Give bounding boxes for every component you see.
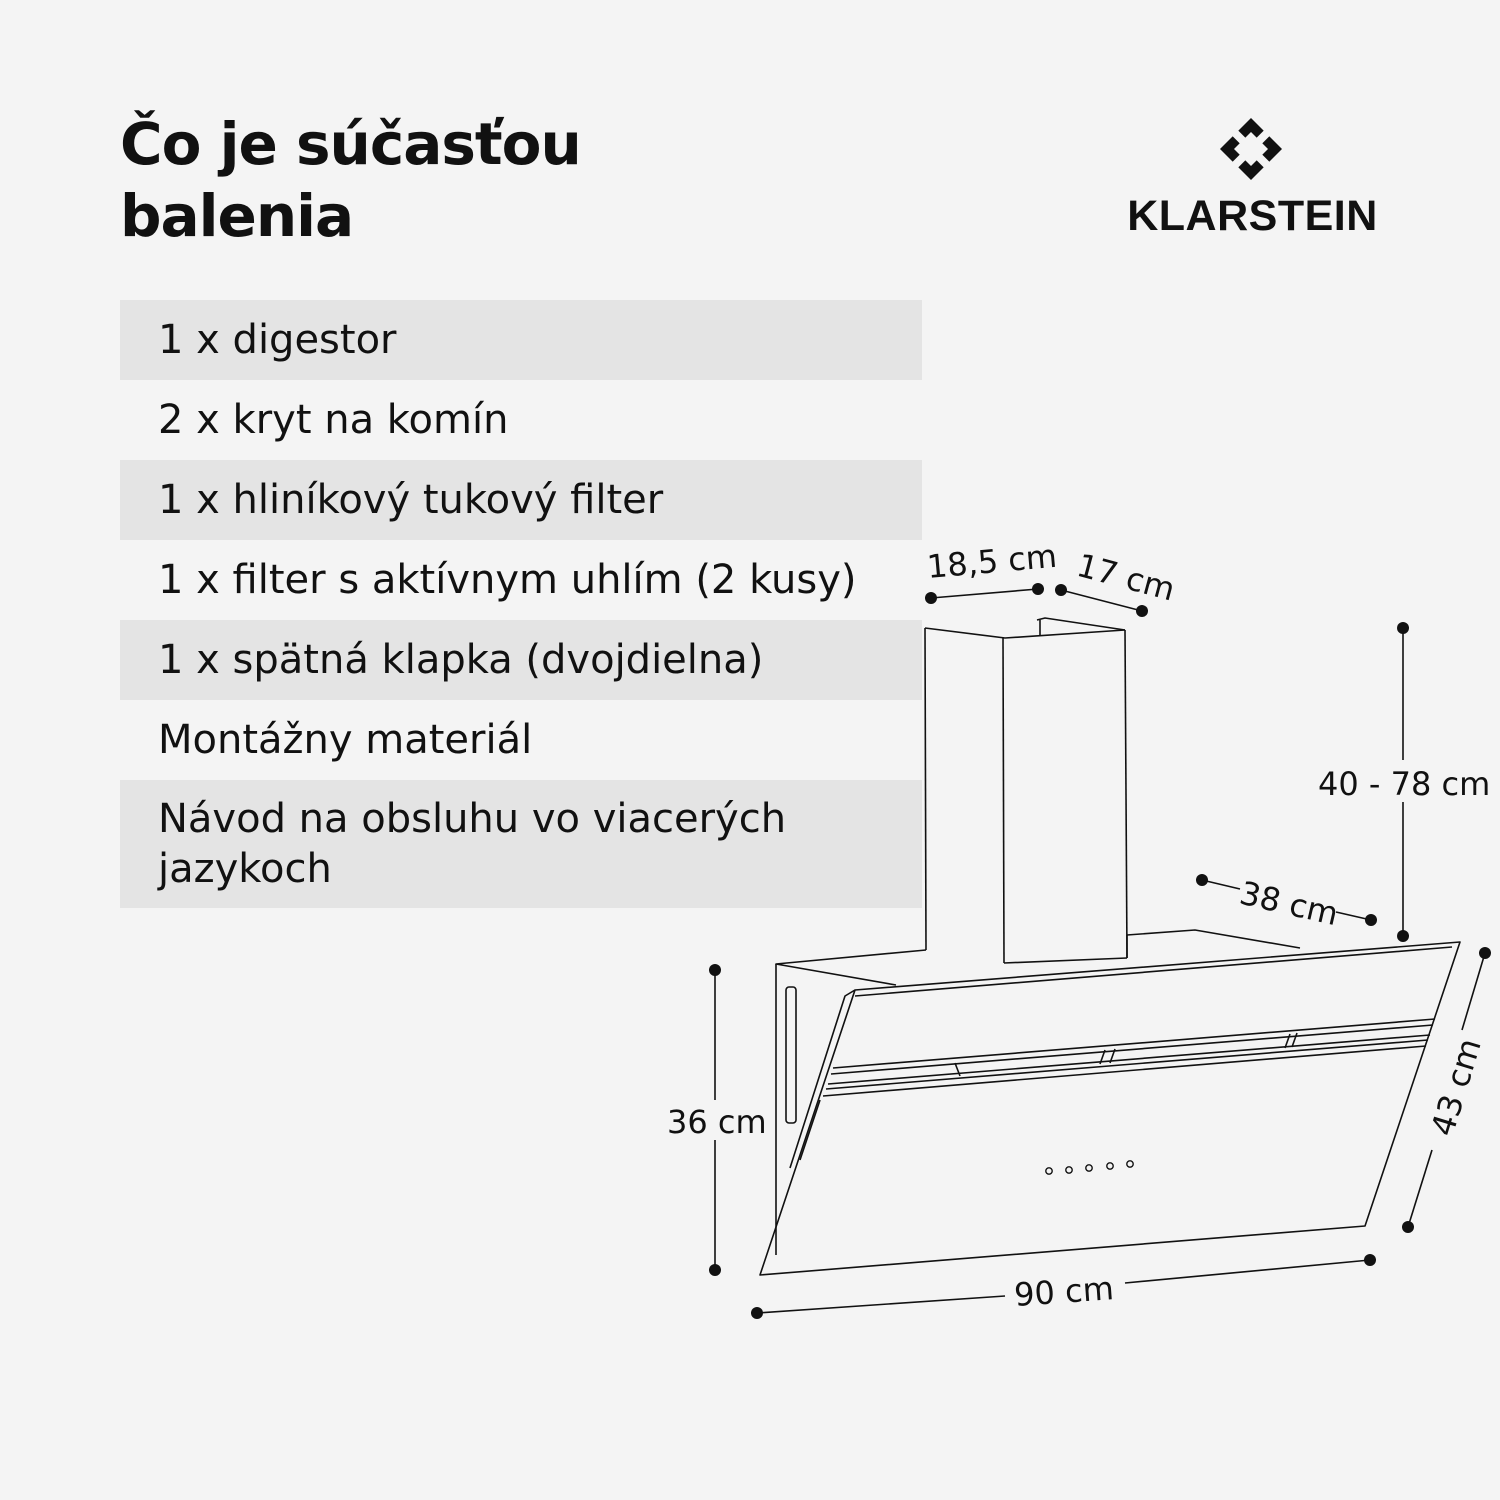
dim-hood-depth-label: 38 cm (1236, 874, 1342, 933)
list-item-label: Montážny materiál (158, 717, 533, 763)
dim-chimney-width-label: 18,5 cm (925, 537, 1058, 586)
brand-name: KLARSTEIN (1127, 192, 1378, 240)
control-button (1085, 1164, 1093, 1172)
dim-hood-width-label: 90 cm (1013, 1269, 1115, 1314)
list-item-label: Návod na obsluhu vo viacerých jazykoch (158, 796, 787, 892)
control-buttons (1045, 1160, 1134, 1175)
list-item-label: 1 x filter s aktívnym uhlím (2 kusy) (158, 557, 857, 603)
list-item: 1 x hliníkový tukový filter (120, 460, 922, 540)
list-item-label: 1 x hliníkový tukový filter (158, 477, 664, 523)
list-item: 1 x filter s aktívnym uhlím (2 kusy) (120, 540, 922, 620)
page-title: Čo je súčasťou balenia (120, 108, 760, 252)
list-item: 1 x digestor (120, 300, 922, 380)
hood-outline (759, 617, 1461, 1276)
list-item-label: 1 x spätná klapka (dvojdielna) (158, 637, 764, 683)
klarstein-diamond-logo-icon (1220, 118, 1282, 180)
dim-glass-height-label: 43 cm (1423, 1034, 1488, 1140)
brand-logo: KLARSTEIN (1110, 118, 1395, 248)
dimension-lines (709, 583, 1491, 1319)
dim-chimney-height-label: 40 - 78 cm (1318, 765, 1490, 803)
dim-chimney-depth-label: 17 cm (1073, 546, 1179, 608)
control-button (1126, 1160, 1134, 1168)
list-item: Návod na obsluhu vo viacerých jazykoch (120, 780, 922, 908)
control-button (1045, 1167, 1053, 1175)
package-contents-list: 1 x digestor 2 x kryt na komín 1 x hliní… (120, 300, 922, 908)
control-button (1065, 1166, 1073, 1174)
list-item-label: 2 x kryt na komín (158, 397, 509, 443)
dimension-labels: 18,5 cm 17 cm 40 - 78 cm 38 cm 36 cm 90 … (667, 537, 1490, 1314)
control-button (1106, 1162, 1114, 1170)
list-item-label: 1 x digestor (158, 317, 397, 363)
page-title-line-1: Čo je súčasťou (120, 110, 582, 178)
page-title-line-2: balenia (120, 182, 354, 250)
dim-hood-height-label: 36 cm (667, 1103, 767, 1141)
list-item: 1 x spätná klapka (dvojdielna) (120, 620, 922, 700)
list-item: 2 x kryt na komín (120, 380, 922, 460)
list-item: Montážny materiál (120, 700, 922, 780)
